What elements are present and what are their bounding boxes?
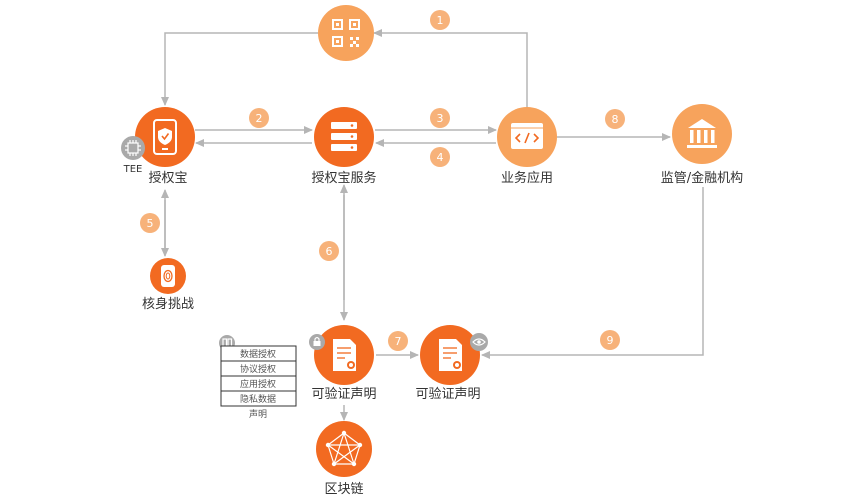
check-label: 核身挑战 (142, 296, 194, 312)
step-badge-5: 5 (140, 213, 160, 233)
check-node[interactable]: 核身挑战 (142, 258, 194, 312)
svg-text:3: 3 (437, 112, 444, 125)
certificate-icon (333, 339, 356, 371)
step-badge-1: 1 (430, 10, 450, 30)
biz-node[interactable]: 业务应用 (497, 107, 557, 186)
certificate-icon (439, 339, 462, 371)
connectors (161, 29, 704, 421)
step-badges: 1 2 3 4 5 6 7 8 9 (140, 10, 625, 351)
vc2-label: 可验证声明 (415, 386, 480, 402)
chip-icon (125, 140, 141, 156)
server-icon (331, 122, 357, 151)
regulator-label: 监管/金融机构 (661, 170, 743, 186)
svg-text:1: 1 (437, 14, 444, 27)
step-badge-6: 6 (319, 241, 339, 261)
tee-chip-badge (121, 136, 145, 160)
lock-badge (309, 334, 325, 350)
step-badge-3: 3 (430, 108, 450, 128)
svg-text:8: 8 (612, 113, 619, 126)
vc1-node[interactable]: 可验证声明 (309, 325, 377, 402)
svg-text:7: 7 (395, 335, 402, 348)
vc2-node[interactable]: 可验证声明 (415, 325, 488, 402)
service-label: 授权宝服务 (311, 170, 376, 186)
claim-item: 隐私数据 (240, 393, 276, 405)
arrow-biz-to-qr (373, 29, 528, 108)
step-badge-9: 9 (600, 330, 620, 350)
app-label: 授权宝 (148, 170, 187, 186)
qr-node[interactable] (318, 5, 374, 61)
eye-badge (470, 333, 488, 351)
arrow-qr-to-app (161, 32, 318, 106)
eye-icon (472, 338, 486, 346)
svg-text:6: 6 (326, 245, 333, 258)
chain-node[interactable]: 区块链 (316, 421, 372, 497)
lock-icon (313, 336, 321, 346)
claim-item: 应用授权 (240, 378, 276, 390)
qr-code-icon (332, 19, 360, 47)
step-badge-2: 2 (249, 108, 269, 128)
code-window-icon (511, 123, 543, 149)
claim-list: 数据授权 协议授权 应用授权 隐私数据 声明 (219, 335, 297, 420)
vc1-label: 可验证声明 (311, 386, 376, 402)
step-badge-8: 8 (605, 109, 625, 129)
svg-text:9: 9 (607, 334, 614, 347)
svg-text:2: 2 (256, 112, 263, 125)
claim-item: 数据授权 (240, 348, 276, 360)
arrow-regulator-to-vc2 (481, 187, 704, 359)
svg-text:4: 4 (437, 151, 444, 164)
service-node[interactable]: 授权宝服务 (311, 107, 377, 186)
network-icon (327, 432, 361, 465)
claim-item: 协议授权 (240, 363, 276, 375)
chain-label: 区块链 (324, 482, 363, 497)
fingerprint-icon (161, 265, 175, 287)
step-badge-7: 7 (388, 331, 408, 351)
svg-text:5: 5 (147, 217, 154, 230)
phone-shield-icon (153, 119, 177, 155)
bank-icon (687, 119, 717, 148)
claim-list-footer: 声明 (249, 408, 267, 420)
tee-label: TEE (123, 164, 143, 175)
biz-label: 业务应用 (501, 170, 553, 186)
regulator-node[interactable]: 监管/金融机构 (661, 104, 743, 186)
app-node[interactable]: TEE 授权宝 (121, 107, 195, 186)
step-badge-4: 4 (430, 147, 450, 167)
